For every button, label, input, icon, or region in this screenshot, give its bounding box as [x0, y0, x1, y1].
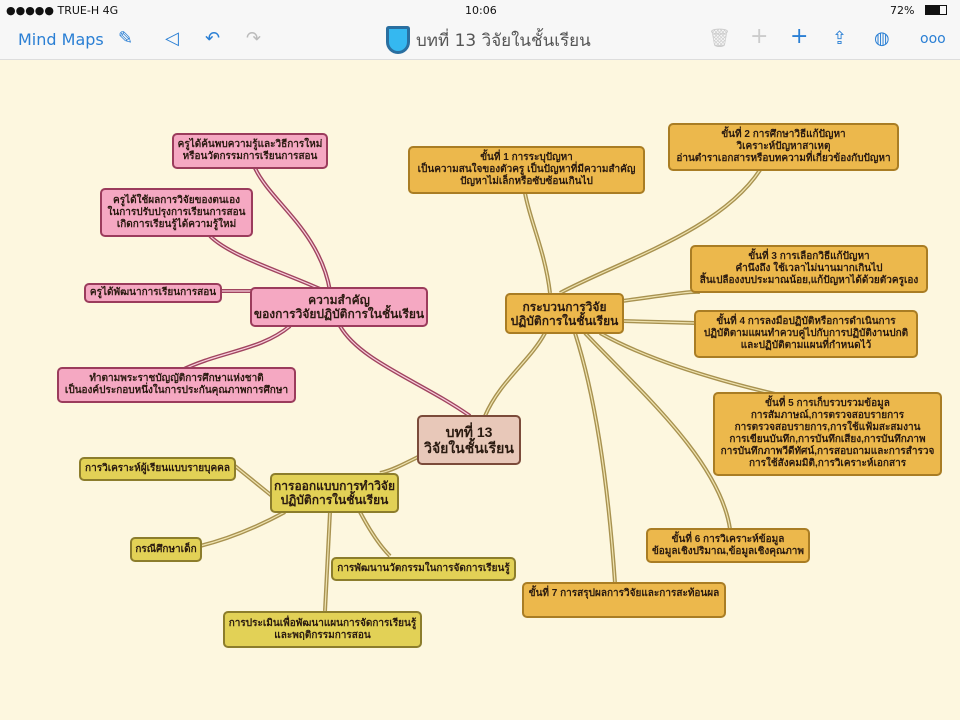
node-line: การตรวจสอบรายการ,การใช้แฟ้มสะสมงาน [734, 422, 921, 433]
node-line: คำนึงถึง ใช้เวลาไม่นานมากเกินไป [735, 263, 883, 274]
back-triangle-icon[interactable]: ◁ [165, 28, 179, 49]
node-line: การเขียนบันทึก,การบันทึกเสียง,การบันทึกภ… [729, 434, 926, 445]
node-line: สิ้นเปลืองงบประมาณน้อย,แก้ปัญหาได้ด้วยตั… [699, 275, 919, 286]
design-child-2[interactable]: กรณีศึกษาเด็ก [130, 537, 202, 562]
node-line: ข้อมูลเชิงปริมาณ,ข้อมูลเชิงคุณภาพ [651, 545, 805, 557]
process-step-6[interactable]: ขั้นที่ 6 การวิเคราะห์ข้อมูลข้อมูลเชิงปร… [646, 528, 810, 563]
battery-text: 72% [890, 4, 915, 17]
node-line: การพัฒนานวัตกรรมในการจัดการเรียนรู้ [337, 563, 510, 574]
node-line: ขั้นที่ 5 การเก็บรวบรวมข้อมูล [765, 398, 890, 409]
status-bar: ●●●●● TRUE-H 4G 10:06 72% [0, 0, 960, 20]
node-line: เกิดการเรียนรู้ได้ความรู้ใหม่ [116, 218, 237, 230]
process-step-1[interactable]: ขั้นที่ 1 การระบุปัญหาเป็นความสนใจของตัว… [408, 146, 645, 194]
importance-child-1[interactable]: ครูได้ค้นพบความรู้และวิธีการใหม่หรือนวัต… [172, 133, 328, 169]
node-line: หรือนวัตกรรมการเรียนการสอน [182, 151, 318, 162]
mind-maps-back-button[interactable]: Mind Maps [18, 30, 104, 49]
process-node[interactable]: กระบวนการวิจัยปฏิบัติการในชั้นเรียน [505, 293, 624, 334]
undo-icon[interactable]: ↶ [205, 28, 221, 49]
more-icon[interactable]: ooo [920, 31, 946, 47]
node-line: การใช้สังคมมิติ,การวิเคราะห์เอกสาร [748, 458, 907, 469]
root-line: วิจัยในชั้นเรียน [424, 440, 514, 456]
node-line: ครูได้ค้นพบความรู้และวิธีการใหม่ [177, 139, 323, 150]
node-line: ปัญหาไม่เล็กหรือซับซ้อนเกินไป [460, 176, 593, 187]
node-line: ขั้นที่ 7 การสรุปผลการวิจัยและการสะท้อนผ… [528, 588, 720, 599]
node-line: เป็นองค์ประกอบหนึ่งในการประกันคุณภาพการศ… [64, 385, 289, 396]
node-line: ขั้นที่ 3 การเลือกวิธีแก้ปัญหา [748, 251, 870, 262]
node-line: วิเคราะห์ปัญหาสาเหตุ [736, 141, 831, 152]
node-line: ปฏิบัติตามแผนทำควบคู่ไปกับการปฏิบัติงานป… [703, 328, 909, 339]
process-step-4[interactable]: ขั้นที่ 4 การลงมือปฏิบัติหรือการดำเนินกา… [694, 310, 918, 358]
process-step-2[interactable]: ขั้นที่ 2 การศึกษาวิธีแก้ปัญหาวิเคราะห์ป… [668, 123, 899, 171]
design-child-4[interactable]: การประเมินเพื่อพัฒนาแผนการจัดการเรียนรู้… [223, 611, 422, 648]
add-child-icon[interactable]: + [790, 24, 809, 49]
node-line: ความสำคัญ [308, 293, 370, 307]
share-icon[interactable]: ⇪ [832, 28, 848, 49]
carrier: ●●●●● TRUE-H 4G [6, 4, 119, 17]
node-line: ขั้นที่ 6 การวิเคราะห์ข้อมูล [671, 533, 785, 545]
node-line: การสัมภาษณ์,การตรวจสอบรายการ [750, 410, 905, 421]
redo-icon[interactable]: ↷ [246, 28, 262, 49]
title-text: บทที่ 13 วิจัยในชั้นเรียน [416, 30, 591, 51]
node-line: ของการวิจัยปฏิบัติการในชั้นเรียน [253, 307, 425, 321]
node-line: การออกแบบการทำวิจัย [274, 479, 395, 493]
process-step-7[interactable]: ขั้นที่ 7 การสรุปผลการวิจัยและการสะท้อนผ… [522, 582, 726, 618]
clock: 10:06 [465, 4, 497, 17]
document-icon [386, 26, 410, 54]
node-line: ขั้นที่ 4 การลงมือปฏิบัติหรือการดำเนินกา… [716, 316, 896, 327]
node-line: การประเมินเพื่อพัฒนาแผนการจัดการเรียนรู้ [228, 617, 417, 629]
node-line: ทำตามพระราชบัญญัติการศึกษาแห่งชาติ [89, 373, 264, 384]
importance-child-3[interactable]: ครูได้พัฒนาการเรียนการสอน [84, 283, 222, 303]
node-line: กระบวนการวิจัย [522, 299, 607, 314]
design-child-3[interactable]: การพัฒนานวัตกรรมในการจัดการเรียนรู้ [331, 557, 516, 581]
battery-icon [925, 5, 947, 15]
root-line: บทที่ 13 [445, 424, 493, 440]
node-line: เป็นความสนใจของตัวครู เป็นปัญหาที่มีความ… [417, 164, 636, 175]
node-line: และพฤติกรรมการสอน [274, 629, 371, 641]
node-line: ขั้นที่ 1 การระบุปัญหา [480, 152, 573, 163]
node-line: ครูได้ใช้ผลการวิจัยของตนเอง [113, 194, 240, 206]
design-child-1[interactable]: การวิเคราะห์ผู้เรียนแบบรายบุคคล [79, 457, 236, 481]
design-node[interactable]: การออกแบบการทำวิจัยปฏิบัติการในชั้นเรียน [270, 473, 399, 513]
process-step-5[interactable]: ขั้นที่ 5 การเก็บรวบรวมข้อมูลการสัมภาษณ์… [713, 392, 942, 476]
plus-icon[interactable]: + [750, 24, 769, 49]
node-line: การวิเคราะห์ผู้เรียนแบบรายบุคคล [85, 463, 230, 474]
importance-node[interactable]: ความสำคัญของการวิจัยปฏิบัติการในชั้นเรีย… [250, 287, 428, 327]
toolbar: Mind Maps ✎ ◁ ↶ ↷ บทที่ 13 วิจัยในชั้นเร… [0, 20, 960, 60]
palette-icon[interactable]: ◍ [874, 28, 890, 49]
importance-child-2[interactable]: ครูได้ใช้ผลการวิจัยของตนเองในการปรับปรุง… [100, 188, 253, 237]
process-step-3[interactable]: ขั้นที่ 3 การเลือกวิธีแก้ปัญหาคำนึงถึง ใ… [690, 245, 928, 293]
edit-icon[interactable]: ✎ [118, 28, 134, 49]
importance-child-4[interactable]: ทำตามพระราชบัญญัติการศึกษาแห่งชาติเป็นอง… [57, 367, 296, 403]
node-line: การบันทึกภาพวีดีทัศน์,การสอบถามและการสำร… [720, 446, 935, 457]
document-title[interactable]: บทที่ 13 วิจัยในชั้นเรียน [386, 26, 591, 54]
node-line: อ่านตำราเอกสารหรือบทความที่เกี่ยวข้องกับ… [676, 153, 891, 164]
node-line: ในการปรับปรุงการเรียนการสอน [107, 206, 246, 218]
node-line: และปฏิบัติตามแผนที่กำหนดไว้ [740, 340, 872, 351]
node-line: ขั้นที่ 2 การศึกษาวิธีแก้ปัญหา [721, 129, 846, 140]
trash-icon[interactable]: 🗑 [708, 28, 731, 49]
node-line: ครูได้พัฒนาการเรียนการสอน [89, 287, 217, 298]
node-line: ปฏิบัติการในชั้นเรียน [280, 493, 389, 507]
node-line: กรณีศึกษาเด็ก [135, 543, 197, 555]
node-line: ปฏิบัติการในชั้นเรียน [510, 313, 619, 328]
